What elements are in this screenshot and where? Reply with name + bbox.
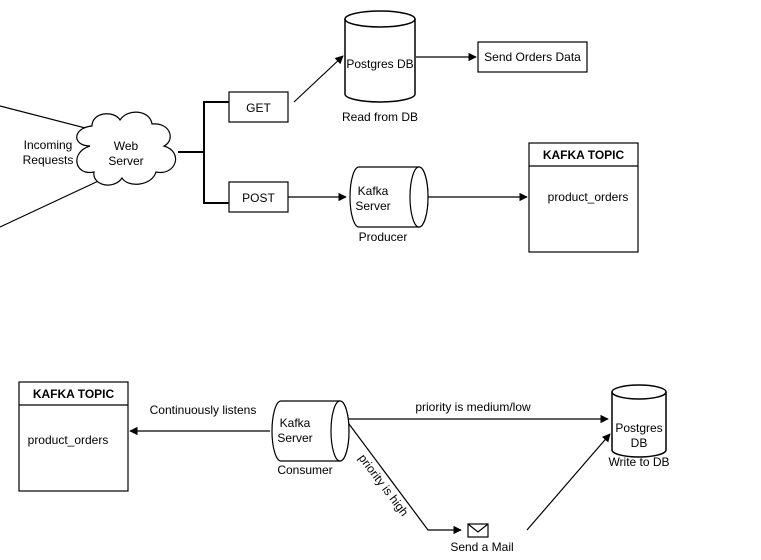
- web-server-label-1: Web: [114, 139, 139, 153]
- postgres-db-label: Postgres DB: [346, 57, 413, 71]
- web-server-cloud: [76, 111, 177, 186]
- kafka-consumer-cylinder: [271, 400, 350, 462]
- postgres-db-cylinder: [344, 10, 416, 103]
- incoming-arrow-bottom: [0, 176, 108, 228]
- incoming-arrow-top: [0, 105, 98, 134]
- get-label: GET: [246, 101, 271, 115]
- kafka-topic-name-top: product_orders: [548, 190, 629, 204]
- postgres-db-cylinder-bottom: [611, 384, 667, 458]
- postgres-db-bottom-label-1: Postgres: [615, 421, 662, 435]
- continuously-listens-label: Continuously listens: [150, 403, 257, 417]
- kafka-producer-label-2: Server: [355, 199, 390, 213]
- kafka-topic-box-top: [528, 142, 639, 253]
- kafka-producer-label-1: Kafka: [358, 184, 389, 198]
- send-mail-label: Send a Mail: [450, 540, 513, 554]
- kafka-topic-title-top: KAFKA TOPIC: [543, 148, 625, 162]
- incoming-requests-label-1: Incoming: [24, 138, 73, 152]
- web-server-label-2: Server: [108, 154, 143, 168]
- post-box: [228, 181, 289, 213]
- read-from-db-label: Read from DB: [342, 110, 418, 124]
- kafka-consumer-label-2: Server: [277, 431, 312, 445]
- kafka-topic-name-bottom: product_orders: [28, 433, 109, 447]
- mail-icon: [467, 523, 489, 538]
- high-priority-arrow: [348, 423, 462, 535]
- priority-high-label: priority is high: [356, 451, 412, 519]
- producer-label: Producer: [359, 230, 408, 244]
- send-orders-label: Send Orders Data: [484, 50, 581, 64]
- postgres-db-bottom-label-2: DB: [631, 436, 648, 450]
- get-box: [228, 91, 289, 123]
- priority-medium-low-label: priority is medium/low: [415, 400, 531, 414]
- get-to-postgres-arrow: [293, 55, 344, 103]
- kafka-producer-cylinder: [349, 166, 429, 228]
- kafka-topic-box-bottom: [18, 381, 129, 492]
- kafka-consumer-label-1: Kafka: [280, 416, 311, 430]
- route-bracket: [203, 101, 229, 204]
- mail-to-postgres-arrow: [526, 433, 611, 531]
- write-to-db-label: Write to DB: [608, 455, 669, 469]
- consumer-label: Consumer: [277, 463, 332, 477]
- incoming-requests-label-2: Requests: [23, 153, 74, 167]
- post-label: POST: [242, 191, 275, 205]
- send-orders-box: [477, 41, 588, 73]
- kafka-topic-title-bottom: KAFKA TOPIC: [33, 387, 115, 401]
